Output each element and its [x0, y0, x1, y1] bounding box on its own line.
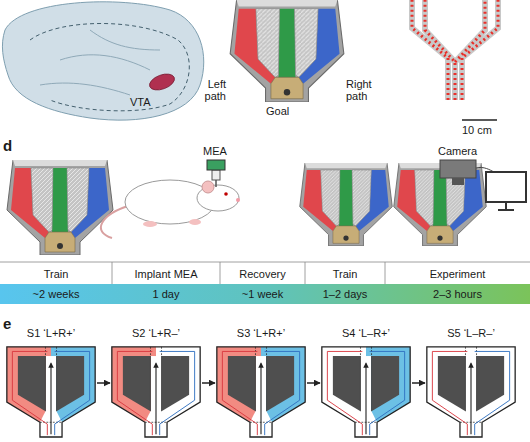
trajectory-plot [412, 0, 498, 120]
timeline-phase: Train ~2 weeks [0, 266, 112, 304]
monitor-stand [498, 209, 514, 211]
maze-illustration [300, 163, 393, 246]
node-title: Train [44, 266, 69, 282]
node-title: S4 ‘L–R+’ [320, 326, 412, 340]
node-title: S5 ‘L–R–’ [425, 326, 517, 340]
node-detail: ~1 week [242, 284, 283, 304]
maze-state [427, 347, 515, 437]
rat-illustration [101, 160, 240, 238]
mea-cable [215, 180, 217, 187]
vta-region [147, 71, 176, 93]
panel-letter: d [3, 138, 23, 154]
maze-state [112, 347, 200, 437]
drawing-part [7, 347, 95, 437]
monitor-screen [486, 172, 526, 202]
rat-nose [236, 198, 240, 202]
node-detail: 1–2 days [323, 284, 368, 304]
node-title: Experiment [430, 266, 486, 282]
tract-line [40, 30, 160, 95]
maze-state: S3 ‘L+R+’ [215, 326, 307, 440]
maze-state [7, 347, 95, 437]
drawing-part [322, 347, 410, 437]
node-title: Recovery [239, 266, 285, 282]
timeline-bar [0, 284, 530, 304]
region-outline [30, 24, 189, 111]
maze-state: S1 ‘L+R+’ [5, 326, 97, 440]
timeline-phase: Recovery ~1 week [220, 266, 305, 304]
timeline-tick [112, 262, 385, 284]
drawing-part [217, 347, 305, 437]
rat-tail [101, 206, 128, 238]
node-detail: 1 day [153, 284, 180, 304]
drawing-part [112, 347, 200, 437]
path-label: Right path [346, 78, 382, 102]
camera-lens [452, 178, 464, 185]
rat-ear [202, 181, 214, 193]
timeline-phase: Implant MEA 1 day [112, 266, 220, 304]
maze-illustration [230, 0, 344, 102]
maze-state: S4 ‘L–R+’ [320, 326, 412, 440]
rat-eye [224, 192, 228, 196]
monitor-stand [505, 202, 507, 210]
panel-letter: e [3, 316, 23, 332]
scale-label: 10 cm [462, 124, 512, 136]
timeline-axis [0, 262, 530, 263]
rat-foot [143, 221, 157, 227]
timeline [0, 262, 530, 304]
goal-label: Goal [266, 105, 306, 117]
drawing-part [427, 347, 515, 437]
maze-state: S2 ‘L+R–’ [110, 326, 202, 440]
camera-setup [440, 160, 526, 210]
node-title: S1 ‘L+R+’ [5, 326, 97, 340]
node-title: S3 ‘L+R+’ [215, 326, 307, 340]
scale-bar [462, 119, 497, 121]
node-detail: ~2 weeks [33, 284, 80, 304]
rat-foot [189, 219, 201, 225]
trajectory-line [412, 0, 498, 100]
sequence-arrow [202, 382, 215, 384]
sequence-arrow [97, 382, 110, 384]
maze-state: S5 ‘L–R–’ [425, 326, 517, 440]
mea-connector [207, 160, 225, 170]
brain-illustration [2, 2, 203, 120]
sequence-arrow [412, 382, 425, 384]
mea-body [212, 170, 220, 180]
maze-state [322, 347, 410, 437]
maze-state [217, 347, 305, 437]
node-detail: 2–3 hours [433, 284, 482, 304]
path-label: Left path [194, 78, 226, 102]
device-label: Camera [438, 145, 488, 157]
trajectory-points [412, 0, 498, 100]
device-label: MEA [203, 145, 243, 157]
maze-illustration [7, 160, 113, 255]
brain-outline [2, 2, 203, 120]
timeline-phase: Train 1–2 days [305, 266, 385, 304]
timeline-phase: Experiment 2–3 hours [385, 266, 530, 304]
region-label: VTA [130, 96, 170, 108]
node-title: S2 ‘L+R–’ [110, 326, 202, 340]
node-title: Implant MEA [135, 266, 198, 282]
camera-body [440, 160, 476, 178]
node-title: Train [333, 266, 358, 282]
sequence-arrow [307, 382, 320, 384]
